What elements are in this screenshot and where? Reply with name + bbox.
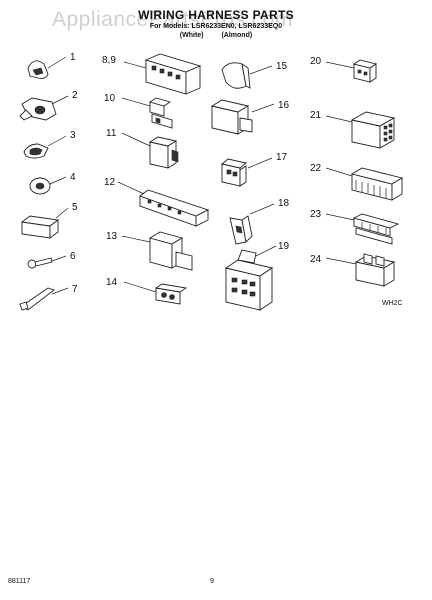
part-label-20: 20: [310, 56, 322, 67]
part-19-housing: [224, 245, 277, 311]
part-label-19: 19: [278, 241, 290, 252]
part-1-clip: [27, 56, 67, 79]
part-23-edge-connector: [325, 213, 400, 245]
part-label-16: 16: [278, 100, 290, 111]
part-7-strip: [19, 287, 69, 311]
part-22-ribbed: [325, 167, 404, 201]
part-label-6: 6: [70, 251, 76, 262]
part-2-clamp: [19, 95, 69, 121]
part-11-housing: [121, 132, 179, 169]
part-13-connector: [121, 231, 193, 271]
part-label-1: 1: [70, 52, 76, 63]
part-label-8-9: 8,9: [102, 55, 116, 66]
part-10-connector: [121, 97, 173, 129]
colors-line: (White) (Almond): [0, 32, 432, 39]
part-label-18: 18: [278, 198, 290, 209]
part-label-7: 7: [72, 284, 78, 295]
part-16-block: [210, 99, 275, 135]
part-label-17: 17: [276, 152, 288, 163]
color-white: (White): [179, 32, 204, 39]
models-prefix: For Models:: [149, 23, 190, 30]
part-5-bracket: [20, 207, 69, 239]
page-number: 9: [210, 578, 214, 585]
watermark: AppliancePartsPros.com: [52, 8, 293, 31]
part-17-terminal: [221, 157, 273, 187]
part-8-9-connector: [123, 53, 202, 95]
part-label-10: 10: [104, 93, 116, 104]
models-list: LSR6233EN0, LSR6233EQ0: [191, 23, 283, 30]
part-4-grommet: [29, 176, 67, 195]
part-24-latch: [325, 253, 396, 287]
part-20-cube: [325, 59, 378, 83]
part-label-14: 14: [106, 277, 118, 288]
part-label-5: 5: [72, 202, 78, 213]
part-label-4: 4: [70, 172, 76, 183]
diagram-code: WH2C: [382, 300, 403, 307]
part-label-12: 12: [104, 177, 116, 188]
part-21-box: [325, 111, 396, 149]
part-12-connector-bar: [117, 181, 210, 227]
part-18-angled-clip: [229, 203, 275, 245]
part-label-11: 11: [106, 128, 117, 139]
part-label-22: 22: [310, 163, 322, 174]
part-14-plug: [123, 281, 188, 305]
part-3-wire-tie: [23, 135, 67, 159]
page-title: WIRING HARNESS PARTS: [138, 8, 294, 22]
part-label-2: 2: [72, 90, 78, 101]
part-15-clip: [221, 62, 273, 89]
part-label-21: 21: [310, 110, 322, 121]
part-label-24: 24: [310, 254, 322, 265]
part-label-13: 13: [106, 231, 118, 242]
models-line: For Models: LSR6233EN0, LSR6233EQ0: [0, 23, 432, 30]
part-label-23: 23: [310, 209, 322, 220]
part-label-3: 3: [70, 130, 76, 141]
part-6-screw: [27, 255, 67, 269]
part-label-15: 15: [276, 61, 288, 72]
color-almond: (Almond): [221, 32, 253, 39]
document-number: 881117: [8, 578, 31, 585]
